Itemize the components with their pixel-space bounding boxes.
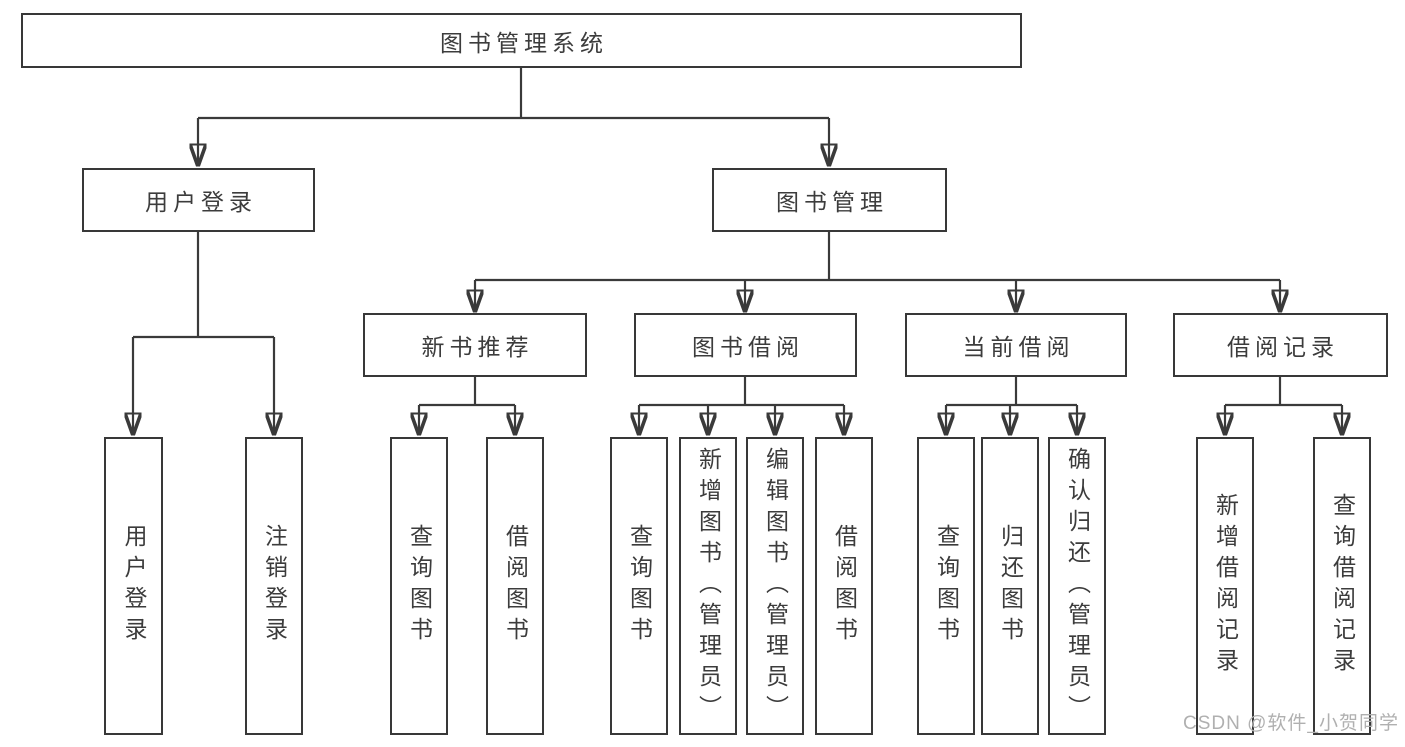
node-library-system-label: 图书管理系统 bbox=[440, 29, 608, 56]
leaf-borrowing-borrow: 借阅图书 bbox=[815, 437, 873, 735]
node-borrowing-records: 借阅记录 bbox=[1173, 313, 1388, 377]
leaf-borrowing-edit: 编辑图书（管理员） bbox=[746, 437, 804, 735]
leaf-newbooks-search-label: 查询图书 bbox=[406, 524, 433, 648]
leaf-current-search-label: 查询图书 bbox=[933, 524, 960, 648]
leaf-newbooks-borrow: 借阅图书 bbox=[486, 437, 544, 735]
leaf-user-login: 用户登录 bbox=[104, 437, 163, 735]
node-book-borrowing-label: 图书借阅 bbox=[692, 334, 804, 360]
leaf-borrowing-add-label: 新增图书（管理员） bbox=[695, 446, 722, 726]
leaf-borrowing-add: 新增图书（管理员） bbox=[679, 437, 737, 735]
leaf-borrowing-search: 查询图书 bbox=[610, 437, 668, 735]
node-book-borrowing: 图书借阅 bbox=[634, 313, 857, 377]
node-library-system: 图书管理系统 bbox=[21, 13, 1022, 68]
node-new-book-recommend-label: 新书推荐 bbox=[421, 334, 534, 360]
leaf-logout: 注销登录 bbox=[245, 437, 303, 735]
watermark: CSDN @软件_小贺同学 bbox=[1183, 713, 1399, 734]
leaf-current-return-label: 归还图书 bbox=[997, 524, 1024, 648]
leaf-current-search: 查询图书 bbox=[917, 437, 975, 735]
leaf-current-confirm: 确认归还（管理员） bbox=[1048, 437, 1106, 735]
leaf-logout-label: 注销登录 bbox=[261, 524, 288, 648]
leaf-user-login-label: 用户登录 bbox=[121, 524, 147, 648]
node-book-management: 图书管理 bbox=[712, 168, 947, 232]
leaf-records-add-label: 新增借阅记录 bbox=[1212, 493, 1239, 679]
leaf-records-add: 新增借阅记录 bbox=[1196, 437, 1254, 735]
leaf-current-confirm-label: 确认归还（管理员） bbox=[1064, 446, 1091, 726]
node-user-login: 用户登录 bbox=[82, 168, 315, 232]
leaf-newbooks-borrow-label: 借阅图书 bbox=[502, 524, 529, 648]
node-book-management-label: 图书管理 bbox=[776, 189, 888, 215]
leaf-records-search-label: 查询借阅记录 bbox=[1329, 493, 1356, 679]
leaf-borrowing-borrow-label: 借阅图书 bbox=[831, 524, 858, 648]
leaf-borrowing-edit-label: 编辑图书（管理员） bbox=[762, 446, 789, 726]
node-new-book-recommend: 新书推荐 bbox=[363, 313, 587, 377]
node-borrowing-records-label: 借阅记录 bbox=[1227, 334, 1339, 360]
leaf-records-search: 查询借阅记录 bbox=[1313, 437, 1371, 735]
leaf-borrowing-search-label: 查询图书 bbox=[626, 524, 653, 648]
node-current-borrowing: 当前借阅 bbox=[905, 313, 1127, 377]
leaf-newbooks-search: 查询图书 bbox=[390, 437, 448, 735]
node-current-borrowing-label: 当前借阅 bbox=[962, 334, 1075, 360]
leaf-current-return: 归还图书 bbox=[981, 437, 1039, 735]
node-user-login-label: 用户登录 bbox=[145, 189, 257, 215]
